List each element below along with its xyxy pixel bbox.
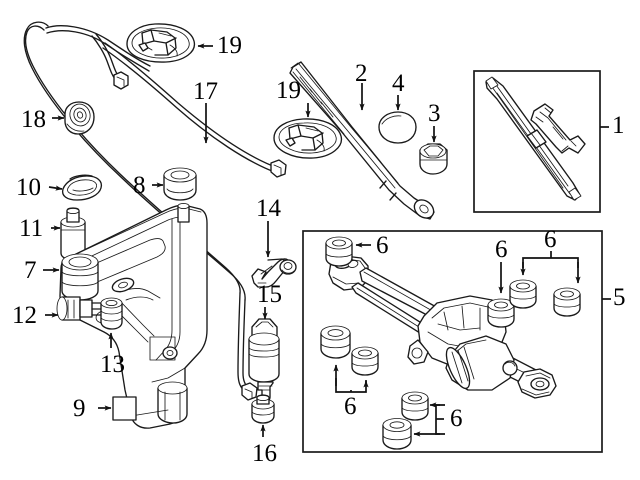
tank-mount-boss xyxy=(111,277,135,293)
grommet-bushing xyxy=(382,418,412,450)
callout-number-2: 2 xyxy=(355,60,368,87)
callout-number-1: 1 xyxy=(612,112,625,139)
tank-filler-collar xyxy=(61,253,99,301)
callout-number-14: 14 xyxy=(256,195,281,222)
callout-number-6-d: 6 xyxy=(344,393,357,420)
washer-nozzle-lower xyxy=(273,118,343,159)
washer-nozzle-upper xyxy=(126,23,196,63)
callout-number-6-c: 6 xyxy=(544,226,557,253)
callout-number-5: 5 xyxy=(613,284,626,311)
callout-number-11: 11 xyxy=(19,215,44,242)
hose-retaining-clip-bracket xyxy=(251,258,297,288)
callout-number-19-a: 19 xyxy=(217,32,242,59)
callout-number-10: 10 xyxy=(16,174,41,201)
callout-number-8: 8 xyxy=(133,172,146,199)
hose-grommet xyxy=(64,101,95,135)
washer-fluid-reservoir-tank xyxy=(59,202,208,429)
grommet-bushing xyxy=(553,287,581,317)
callout-number-15: 15 xyxy=(257,281,282,308)
filler-neck-tube xyxy=(60,207,86,261)
callout-number-7: 7 xyxy=(24,257,37,284)
callout-number-6-e: 6 xyxy=(450,405,463,432)
callout-number-18: 18 xyxy=(21,106,46,133)
washer-fluid-pump xyxy=(248,318,280,402)
callout-number-12: 12 xyxy=(12,302,37,329)
wiper-motor xyxy=(407,295,518,391)
hose-fitting-nut xyxy=(113,71,129,90)
reservoir-filler-grommet xyxy=(163,167,197,201)
box-5-wiper-linkage-motor xyxy=(302,230,603,453)
grommet-bushing xyxy=(401,391,429,421)
tank-top-boss xyxy=(177,202,190,223)
washer-fluid-hose xyxy=(23,21,287,401)
sensor-seal-grommet xyxy=(100,297,123,330)
wiper-blade-connector-adapter xyxy=(530,103,586,154)
grommet-bushing xyxy=(351,346,379,376)
callout-number-17: 17 xyxy=(193,78,218,105)
grommet-bushing xyxy=(320,325,351,359)
grommet-bushing xyxy=(325,236,353,267)
callout-number-6-a: 6 xyxy=(376,232,389,259)
callout-number-16: 16 xyxy=(252,440,277,467)
callout-number-9: 9 xyxy=(73,395,86,422)
grommet-bushing xyxy=(487,298,515,328)
wiper-arm-retaining-nut xyxy=(419,143,448,175)
hose-lower-fitting xyxy=(241,382,258,401)
callout-number-4: 4 xyxy=(392,70,405,97)
wiper-arm-pivot-head xyxy=(413,199,435,219)
reservoir-filler-cap xyxy=(61,174,103,201)
callout-number-3: 3 xyxy=(428,100,441,127)
leader-lines xyxy=(43,43,611,437)
wiper-arm-nut-cover-cap xyxy=(378,111,417,144)
callout-number-19-b: 19 xyxy=(276,77,301,104)
grommet-bushing xyxy=(509,279,537,309)
callout-number-13: 13 xyxy=(100,351,125,378)
wiper-arm xyxy=(289,61,435,220)
pump-seal-grommet xyxy=(251,394,275,424)
reservoir-mounting-bolt xyxy=(112,396,137,421)
hose-end-fitting xyxy=(270,159,287,178)
tank-lower-mount-eye xyxy=(149,336,178,361)
box-1-wiper-blade-kit xyxy=(473,70,601,213)
wiper-blade xyxy=(485,76,582,201)
callout-number-6-b: 6 xyxy=(495,236,508,263)
tank-pump-port xyxy=(157,381,188,424)
